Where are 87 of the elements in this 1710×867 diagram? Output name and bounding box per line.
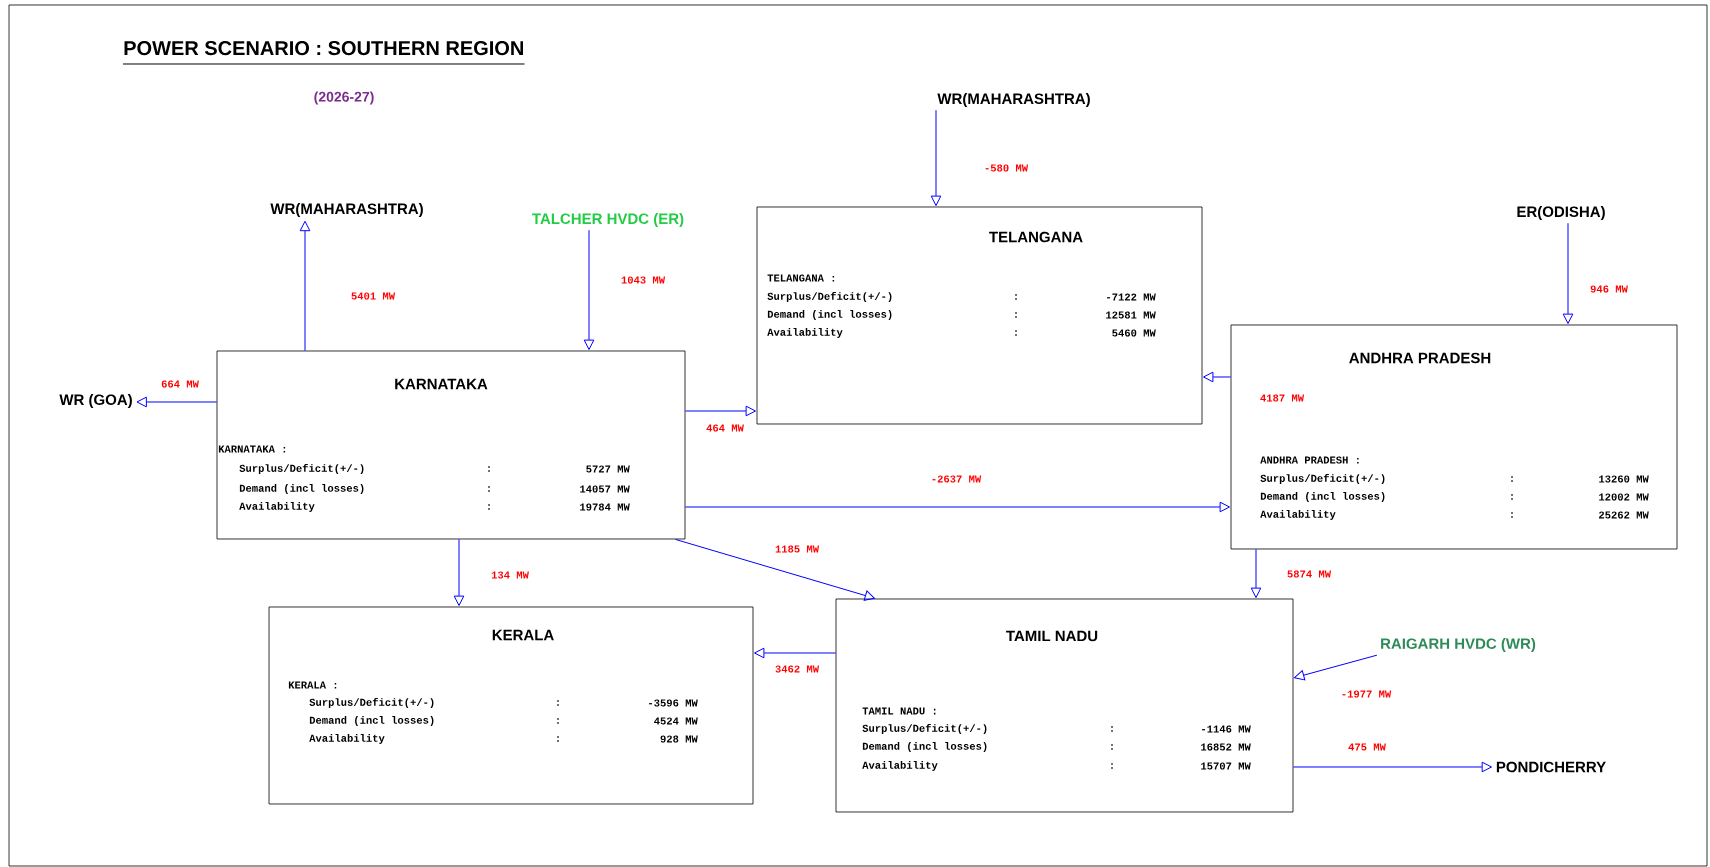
value: 15707 MW: [1201, 762, 1251, 770]
row-label: Demand (incl losses): [309, 716, 434, 726]
value: 14057 MW: [580, 485, 630, 493]
value: 928 MW: [660, 735, 698, 743]
colon: :: [1015, 294, 1017, 300]
value: -3596 MW: [649, 699, 698, 707]
value: 19784 MW: [580, 503, 630, 511]
value: 12002 MW: [1599, 493, 1649, 501]
value: 5460 MW: [1112, 329, 1156, 337]
value: -1146 MW: [1202, 725, 1251, 733]
row-label: Surplus/Deficit(+/-): [239, 464, 364, 474]
colon: :: [1015, 330, 1017, 336]
arrow: [930, 109, 942, 206]
table-heading: KARNATAKA :: [218, 445, 286, 453]
colon: :: [557, 736, 559, 742]
colon: :: [1511, 494, 1513, 500]
arrow: [1203, 371, 1232, 383]
edge-label: 4187 MW: [1258, 393, 1306, 403]
region-label: WR(MAHARASHTRA): [270, 203, 423, 217]
row-label: Availability: [862, 761, 938, 771]
edge-label: -1977 MW: [1339, 689, 1393, 699]
row-label: Surplus/Deficit(+/-): [862, 724, 987, 734]
edge-label: 664 MW: [160, 379, 200, 389]
edge-label: 475 MW: [1347, 742, 1387, 752]
colon: :: [1511, 512, 1513, 518]
table-heading: ANDHRA PRADESH :: [1260, 456, 1359, 464]
edge-label: 946 MW: [1589, 284, 1629, 294]
arrow: [299, 220, 311, 352]
colon: :: [1511, 476, 1513, 482]
value: 4524 MW: [654, 717, 698, 725]
value: 16852 MW: [1201, 743, 1251, 751]
edge-label: 5401 MW: [349, 291, 397, 301]
row-label: Availability: [767, 328, 843, 338]
arrow: [1562, 222, 1574, 324]
title: POWER SCENARIO : SOUTHERN REGION: [124, 41, 523, 56]
row-label: Availability: [309, 734, 385, 744]
colon: :: [1111, 763, 1113, 769]
value: 13260 MW: [1599, 475, 1649, 483]
arrow: [1250, 548, 1262, 598]
row-label: Demand (incl losses): [239, 484, 364, 494]
row-label: Demand (incl losses): [862, 742, 987, 752]
arrow: [684, 405, 756, 417]
row-label: Availability: [1260, 510, 1336, 520]
region-label: WR (GOA): [59, 394, 132, 408]
table-heading: TAMIL NADU :: [862, 707, 936, 715]
year-label: (2026-27): [314, 91, 374, 105]
arrow: [674, 538, 876, 601]
row-label: Demand (incl losses): [1260, 492, 1385, 502]
colon: :: [1015, 312, 1017, 318]
value: 5727 MW: [586, 465, 630, 473]
arrow: [754, 647, 837, 659]
region-label: TALCHER HVDC (ER): [532, 213, 684, 227]
table-heading: TELANGANA :: [767, 274, 835, 282]
table-heading: KERALA :: [288, 681, 337, 689]
edge-label: 464 MW: [705, 423, 745, 433]
arrow: [1294, 654, 1378, 681]
value: 12581 MW: [1106, 311, 1156, 319]
arrow: [684, 501, 1230, 513]
region-label: WR(MAHARASHTRA): [937, 93, 1090, 107]
value: -7122 MW: [1107, 293, 1156, 301]
edge-label: 134 MW: [490, 570, 530, 580]
region-label: RAIGARH HVDC (WR): [1381, 638, 1536, 652]
arrow: [1292, 761, 1493, 773]
region-label: ER(ODISHA): [1517, 206, 1605, 220]
region-label: PONDICHERRY: [1496, 761, 1606, 773]
colon: :: [488, 466, 490, 472]
colon: :: [488, 504, 490, 510]
row-label: Surplus/Deficit(+/-): [1260, 474, 1385, 484]
edge-label: 3462 MW: [773, 664, 821, 674]
edge-label: -580 MW: [982, 163, 1030, 173]
arrow: [453, 538, 465, 606]
colon: :: [1111, 726, 1113, 732]
colon: :: [557, 718, 559, 724]
row-label: Surplus/Deficit(+/-): [767, 292, 892, 302]
edge-label: 5874 MW: [1285, 569, 1333, 579]
row-label: Surplus/Deficit(+/-): [309, 698, 434, 708]
arrow: [136, 396, 218, 408]
colon: :: [557, 700, 559, 706]
row-label: Availability: [239, 502, 315, 512]
edge-label: -2637 MW: [929, 474, 983, 484]
edge-label: 1185 MW: [773, 544, 821, 554]
colon: :: [1111, 744, 1113, 750]
edge-label: 1043 MW: [619, 275, 667, 285]
value: 25262 MW: [1599, 511, 1649, 519]
arrow: [583, 229, 595, 350]
colon: :: [488, 486, 490, 492]
row-label: Demand (incl losses): [767, 310, 892, 320]
